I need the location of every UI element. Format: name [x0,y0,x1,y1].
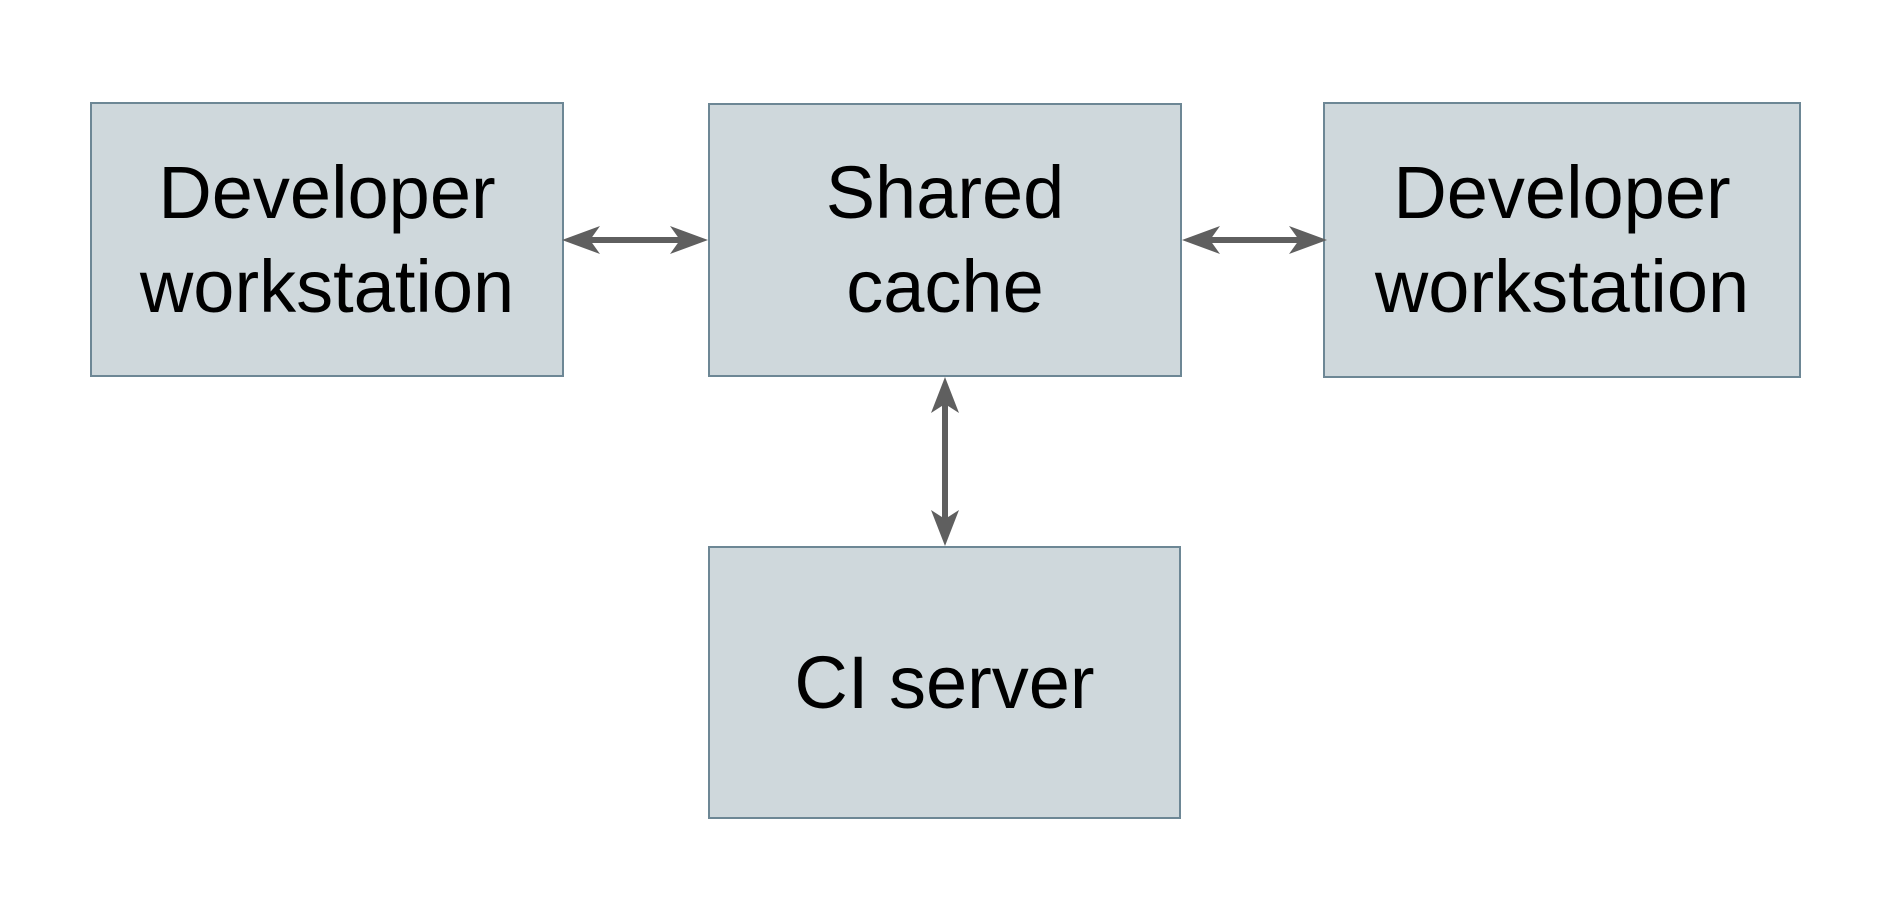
node-label: Shared cache [825,151,1065,328]
node-developer-workstation-right: Developer workstation [1323,102,1801,378]
edge-cache-workstation-right [1182,220,1327,260]
node-label: Developer workstation [1374,151,1750,328]
node-developer-workstation-left: Developer workstation [90,102,564,377]
node-shared-cache: Shared cache [708,103,1182,377]
bidirectional-arrow-icon [562,226,708,254]
node-ci-server: CI server [708,546,1181,819]
edge-cache-ci-server [925,377,965,546]
edge-workstation-left-cache [562,220,708,260]
bidirectional-arrow-icon [1182,226,1327,254]
node-label: Developer workstation [139,150,515,328]
node-label: CI server [794,640,1095,724]
bidirectional-arrow-icon [931,377,959,546]
